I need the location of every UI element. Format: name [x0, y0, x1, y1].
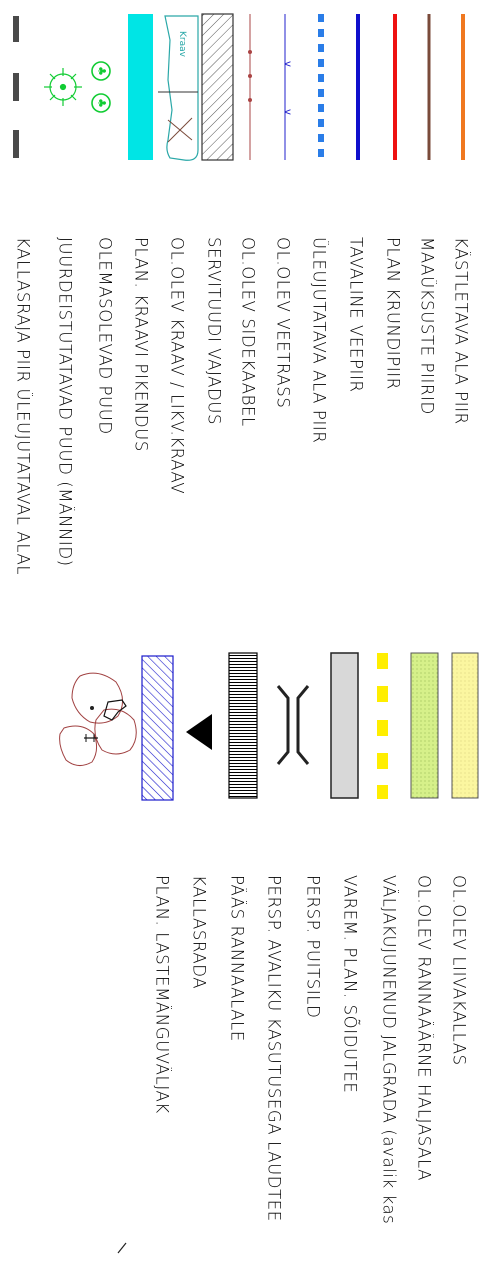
bridge-icon: [278, 686, 308, 764]
label-laudtee: PERSP. AVALIKU KASUTUSEGA LAUDTEE: [265, 875, 282, 1222]
svg-text:v: v: [282, 109, 293, 115]
cable-line-icon: [248, 14, 252, 160]
label-plan-krundipiir: PLAN KRUNDIPIIR: [384, 237, 401, 390]
svg-text:♣: ♣: [95, 98, 108, 108]
label-veetrass: OL.OLEV VEETRASS: [274, 237, 291, 408]
footpath-icon: [377, 653, 388, 799]
label-kraavi-pikendus: PLAN. KRAAVI PIKENDUS: [132, 237, 149, 452]
label-lastemanguvaljak: PLAN. LASTEMÄNGUVÄLJAK: [153, 875, 170, 1114]
label-uleujutatava-ala-piir: ÜLEUJUTATAVA ALA PIIR: [310, 237, 327, 443]
gray-dashes-icon: [13, 16, 19, 158]
tree-icon: ♣ ♣: [92, 62, 110, 112]
label-kallasraja-piir: KALLASRAJA PIIR ÜLEUJUTATAVAL ALAL: [14, 237, 31, 575]
label-maauksuste-piirid: MAAÜKSUSTE PIIRID: [418, 237, 435, 415]
beach-access-triangle-icon: [186, 714, 212, 750]
cyan-bar-icon: [128, 14, 153, 160]
svg-text:♣: ♣: [95, 66, 108, 76]
shore-path-icon: [142, 656, 173, 800]
label-olemasolevad-puud: OLEMASOLEVAD PUUD: [96, 237, 113, 435]
label-juurdeistutatavad-puud: JUURDEISTUTATAVAD PUUD (MÄNNID): [56, 237, 73, 567]
hatched-box-icon: [202, 14, 233, 160]
svg-text:Kraav: Kraav: [177, 31, 187, 58]
label-soidutee: VAREM. PLAN. SÕIDUTEE: [341, 875, 358, 1093]
label-rannaaarne-haljasala: OL.OLEV RANNAÄÄRNE HALJASALA: [415, 875, 432, 1181]
stray-mark: [118, 1243, 126, 1253]
playground-icon: [60, 673, 137, 765]
label-kastletava-ala-piir: KÄSTLETAVA ALA PIIR: [452, 237, 469, 425]
label-jalgrada: VÄLJAKUJUNENUD JALGRADA (avalik kas: [380, 875, 397, 1224]
label-sidekaabel: OL.OLEV SIDEKAABEL: [239, 237, 256, 427]
label-paas-rannaalale: PÄÄS RANNAALALE: [228, 875, 245, 1042]
water-pipe-icon: v v: [282, 14, 293, 160]
road-icon: [331, 653, 358, 798]
label-servituudi-vajadus: SERVITUUDI VAJADUS: [205, 237, 222, 425]
label-kallasrada: KALLASRADA: [190, 875, 207, 989]
ditch-icon: Kraav: [158, 16, 198, 160]
label-liivakallas: OL.OLEV LIIVAKALLAS: [450, 875, 467, 1066]
label-puitsild: PERSP. PUITSILD: [304, 875, 321, 1018]
label-tavaline-veepiir: TAVALINE VEEPIIR: [347, 237, 364, 393]
boardwalk-icon: [229, 653, 257, 798]
svg-text:v: v: [282, 61, 293, 67]
label-kraav: OL.OLEV KRAAV / LIKV.KRAAV: [168, 237, 185, 494]
pine-tree-icon: [44, 68, 82, 106]
